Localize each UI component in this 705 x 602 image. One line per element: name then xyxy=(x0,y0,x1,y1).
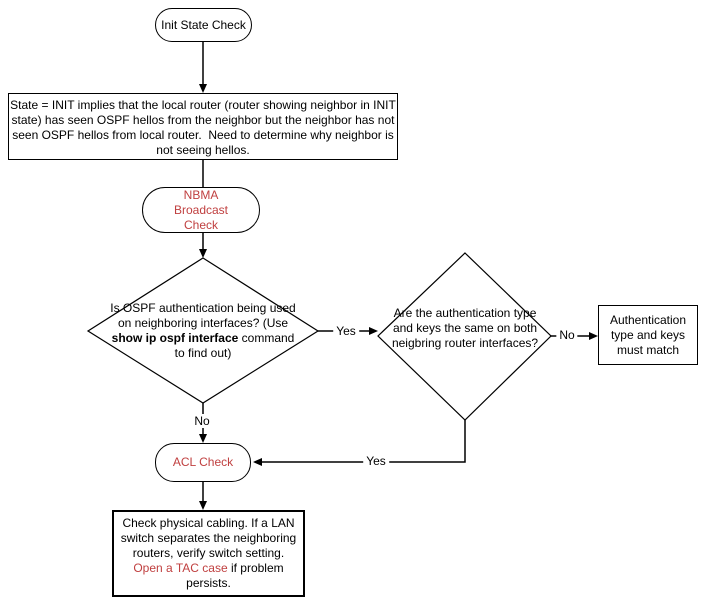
node-acl-check: ACL Check xyxy=(155,443,251,482)
auth-same-question-text: Are the authentication type and keys the… xyxy=(391,306,539,350)
arrowhead-no-to-acl xyxy=(199,434,207,443)
arrowhead-no-to-match-box xyxy=(589,332,598,340)
arrowhead-yes-between-diamonds xyxy=(369,327,378,335)
edge-label-yes-return-to-acl: Yes xyxy=(363,454,389,468)
auth-same-question: Are the authentication type and keys the… xyxy=(385,306,545,351)
physical-cabling-before: Check physical cabling. If a LAN switch … xyxy=(120,516,297,560)
edge-label-no-to-match-box: No xyxy=(556,328,578,342)
acl-check-label: ACL Check xyxy=(172,455,234,469)
auth-used-command: show ip ospf interface xyxy=(111,331,239,345)
arrowhead-yes-return-to-acl xyxy=(253,458,262,466)
node-auth-must-match: Authentication type and keys must match xyxy=(598,305,698,365)
arrowhead-init-to-info xyxy=(199,84,207,93)
arrowhead-nbma-to-auth-used xyxy=(199,249,207,258)
node-init-explanation: State = INIT implies that the local rout… xyxy=(8,93,398,160)
node-nbma-broadcast-check: NBMA Broadcast Check xyxy=(142,187,260,233)
auth-used-question: Is OSPF authentication being used on nei… xyxy=(105,301,301,361)
init-explanation-text: State = INIT implies that the local rout… xyxy=(10,98,400,157)
auth-used-question-after: command to find out) xyxy=(174,331,295,360)
physical-cabling-tac-link: Open a TAC case xyxy=(133,561,228,575)
auth-used-question-before: Is OSPF authentication being used on nei… xyxy=(110,301,296,330)
nbma-broadcast-check-label: NBMA Broadcast Check xyxy=(173,187,229,232)
edge-label-yes-between-diamonds: Yes xyxy=(333,324,359,338)
auth-must-match-text: Authentication type and keys must match xyxy=(609,312,687,357)
node-physical-cabling: Check physical cabling. If a LAN switch … xyxy=(112,510,305,597)
arrowhead-acl-to-physical xyxy=(199,501,207,510)
connector-yes-return-to-acl xyxy=(261,420,466,463)
physical-cabling-after: if problem persists. xyxy=(186,561,284,590)
node-init-state-check: Init State Check xyxy=(155,8,252,42)
edge-label-no-to-acl: No xyxy=(191,414,213,428)
init-state-check-label: Init State Check xyxy=(161,17,246,32)
